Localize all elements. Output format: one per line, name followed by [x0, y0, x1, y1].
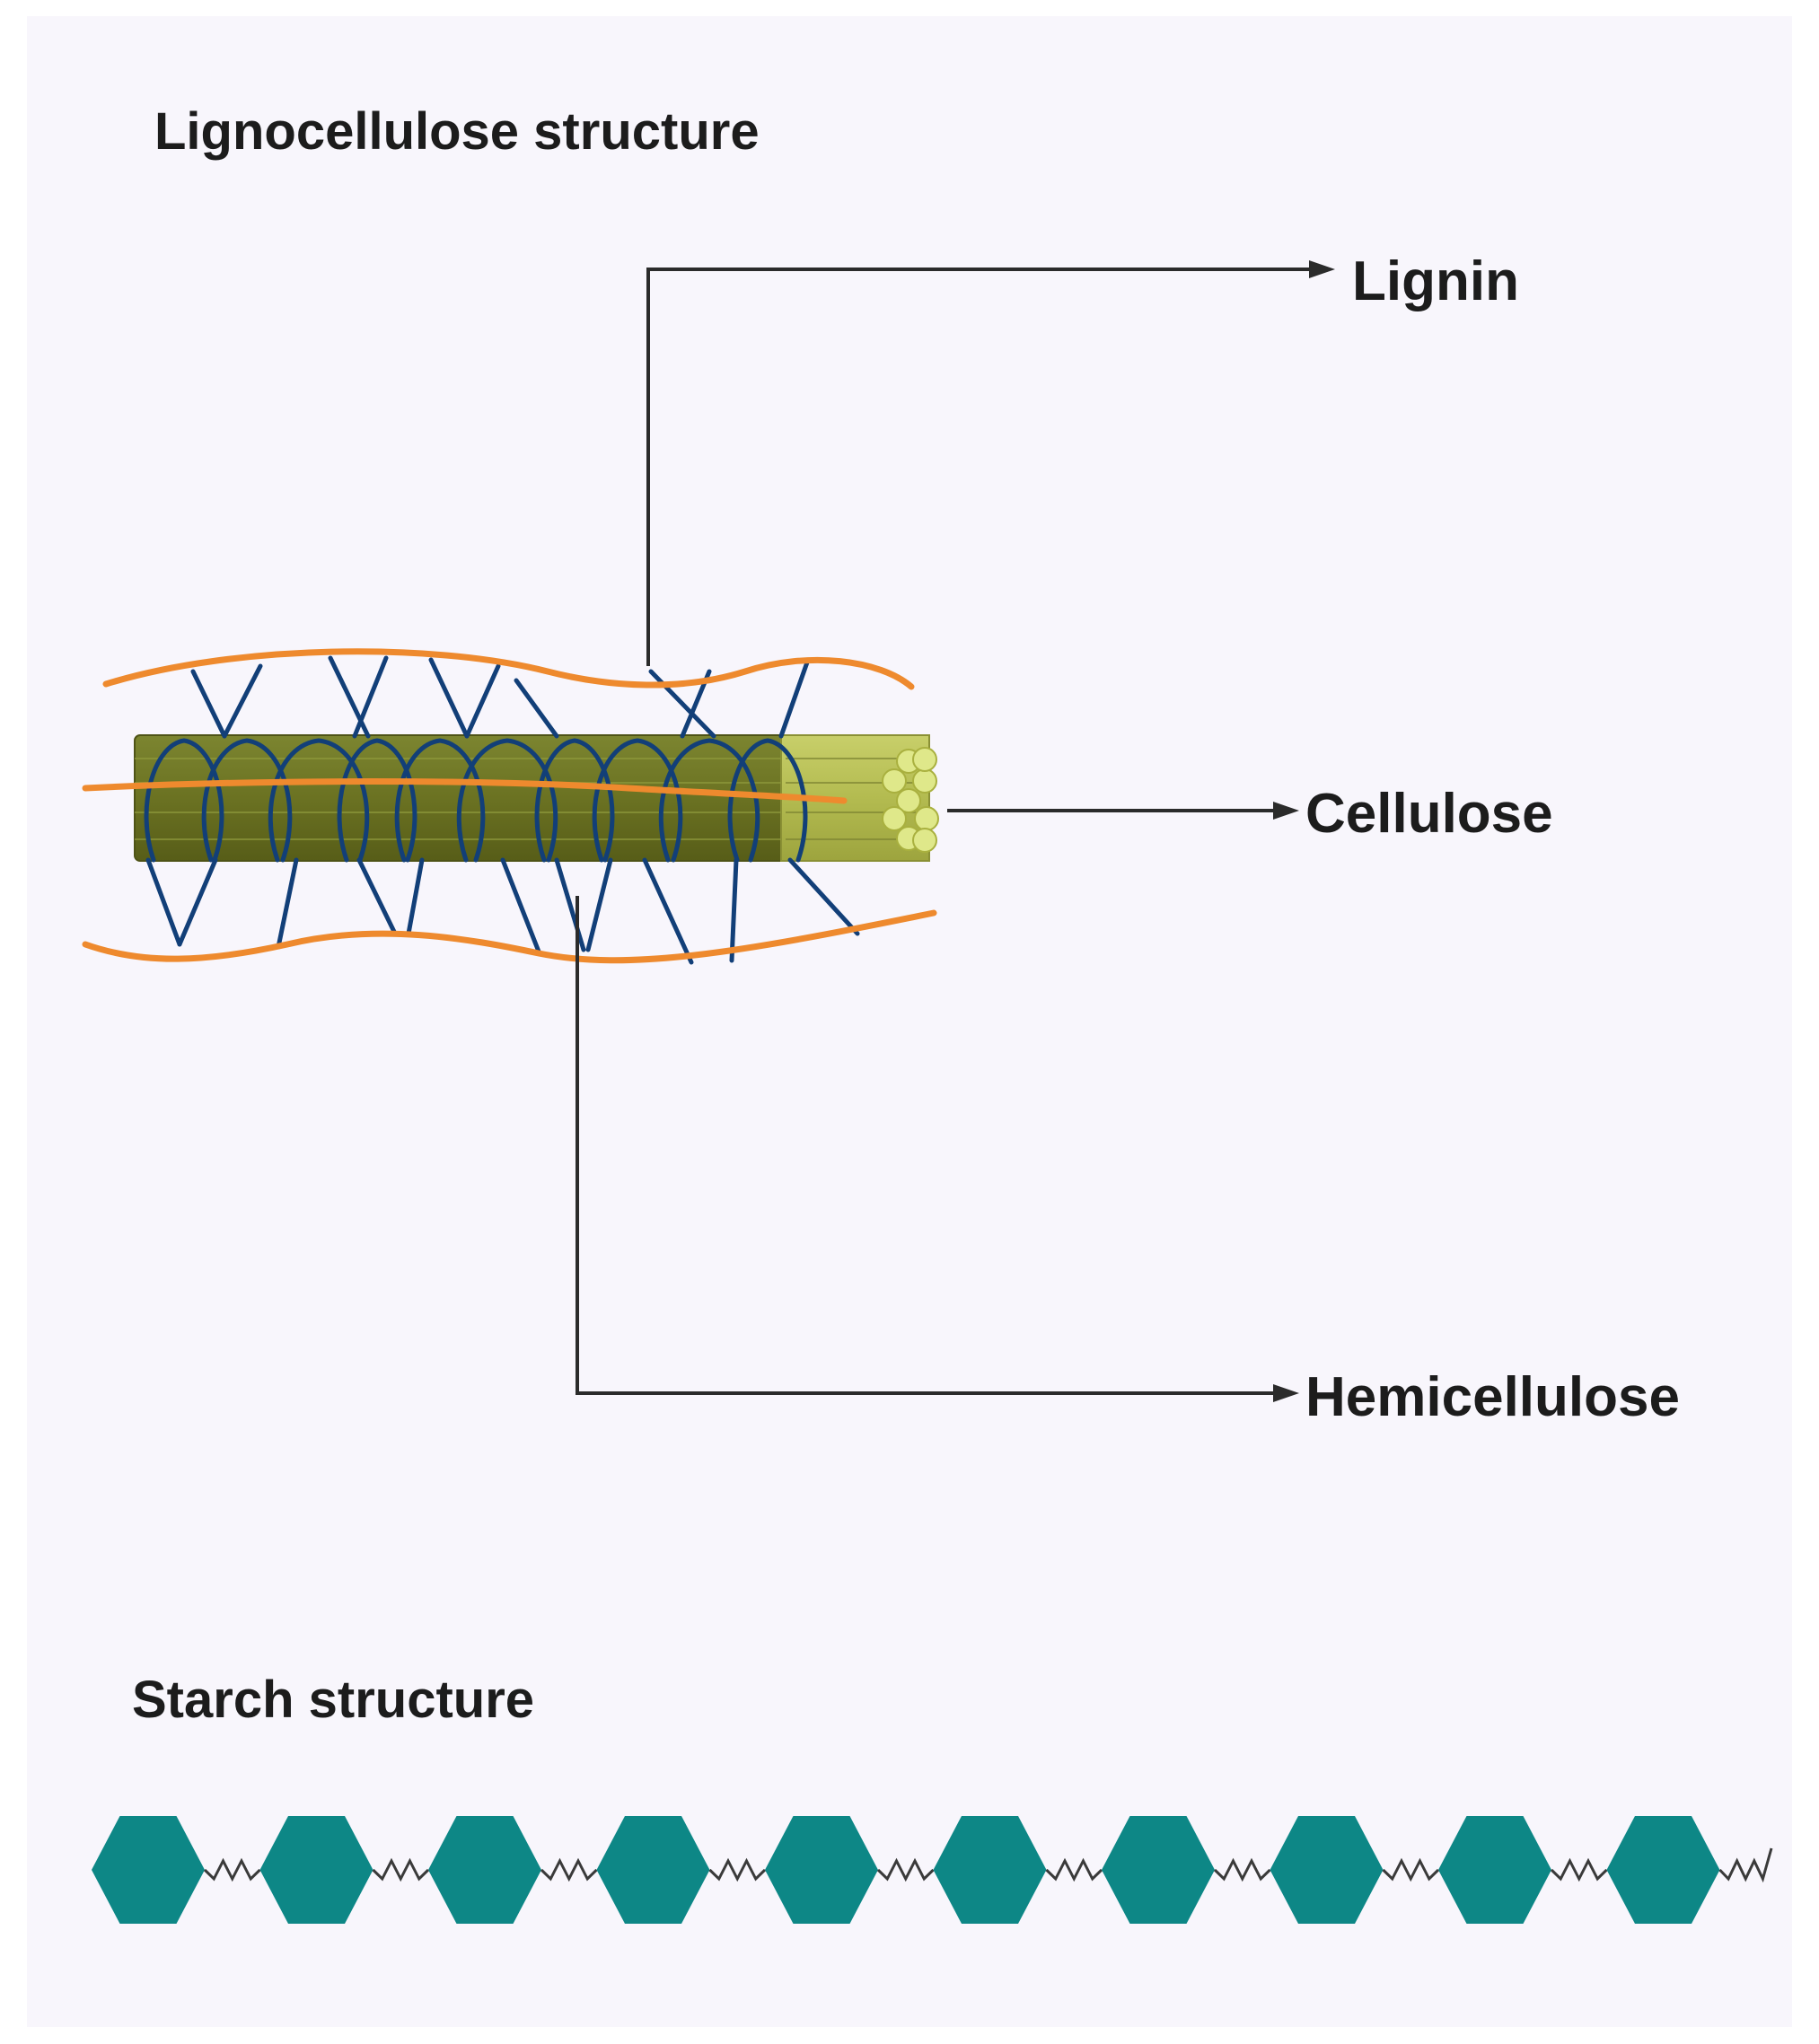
lignin-strand-middle	[82, 778, 848, 804]
hemicellulose-link	[778, 657, 811, 739]
hemicellulose-link	[356, 857, 398, 936]
hemicellulose-link	[406, 857, 425, 936]
hemicellulose-link	[328, 655, 371, 739]
lignocellulose-title: Lignocellulose structure	[154, 102, 760, 161]
starch-glucose-unit	[92, 1816, 205, 1924]
starch-glycosidic-bond	[1550, 1857, 1608, 1882]
hemicellulose-network	[144, 655, 860, 965]
starch-glycosidic-bond	[1045, 1857, 1103, 1882]
hemicellulose-link	[729, 857, 739, 963]
cellulose-microfibril-end	[912, 768, 937, 794]
hemicellulose-loop	[534, 738, 615, 863]
hemicellulose-loop	[727, 738, 808, 863]
hemicellulose-link	[464, 663, 501, 739]
lignin-strand-bottom	[82, 909, 937, 964]
hemicellulose-link	[190, 669, 227, 739]
starch-glycosidic-bond	[708, 1857, 767, 1882]
lignin-label: Lignin	[1352, 250, 1519, 312]
starch-glucose-unit	[1270, 1816, 1384, 1924]
hemicellulose-label: Hemicellulose	[1305, 1366, 1680, 1428]
cellulose-microfibril-end	[882, 806, 907, 831]
hemicellulose-link	[514, 678, 559, 739]
starch-glucose-unit	[259, 1816, 373, 1924]
starch-glycosidic-bond	[1213, 1857, 1271, 1882]
hemicellulose-link	[554, 857, 586, 952]
diagram-background	[27, 16, 1792, 2027]
hemicellulose-loop	[337, 738, 417, 863]
lignin-strand-top	[102, 648, 915, 690]
hemicellulose-link	[787, 857, 860, 936]
starch-glycosidic-bond	[372, 1857, 430, 1882]
starch-glucose-unit	[428, 1816, 541, 1924]
cellulose-microfibril-end	[912, 828, 937, 853]
starch-glycosidic-bond	[203, 1857, 261, 1882]
cellulose-microfibril-end	[912, 747, 937, 772]
starch-title: Starch structure	[132, 1671, 535, 1729]
lignin-strands	[82, 648, 937, 964]
hemicellulose-link	[222, 663, 263, 739]
starch-glycosidic-bond	[876, 1857, 935, 1882]
arrow-lignin	[646, 260, 1335, 666]
hemicellulose-link	[177, 857, 218, 947]
starch-glycosidic-bond	[1718, 1847, 1773, 1883]
hemicellulose-link	[642, 857, 694, 965]
starch-glucose-unit	[596, 1816, 710, 1924]
starch-glycosidic-bond	[540, 1857, 598, 1882]
starch-glucose-unit	[1438, 1816, 1551, 1924]
hemicellulose-link	[585, 857, 613, 952]
hemicellulose-link	[145, 857, 182, 947]
arrow-hemicellulose	[576, 896, 1299, 1402]
cellulose-microfibril-end	[914, 806, 939, 831]
starch-chain	[92, 1816, 1773, 1924]
hemicellulose-link	[352, 655, 389, 739]
hemicellulose-loop	[658, 738, 760, 863]
cellulose-microfibril-ends	[882, 747, 939, 853]
lignocellulose-fiber	[82, 648, 939, 965]
cellulose-label: Cellulose	[1305, 783, 1553, 845]
hemicellulose-loop	[268, 738, 370, 863]
hemicellulose-loop	[201, 738, 293, 863]
hemicellulose-link	[500, 857, 541, 954]
starch-glycosidic-bond	[1382, 1857, 1440, 1882]
cellulose-microfibril-end	[896, 788, 921, 813]
hemicellulose-loop	[592, 738, 683, 863]
arrow-cellulose	[947, 802, 1299, 820]
starch-glucose-unit	[1102, 1816, 1215, 1924]
starch-glucose-unit	[765, 1816, 878, 1924]
hemicellulose-link	[428, 657, 470, 739]
hemicellulose-loop	[456, 738, 558, 863]
hemicellulose-loop	[394, 738, 486, 863]
starch-glucose-unit	[933, 1816, 1047, 1924]
starch-glucose-unit	[1606, 1816, 1720, 1924]
hemicellulose-loop	[144, 738, 224, 863]
cellulose-microfibril-end	[882, 768, 907, 794]
hemicellulose-link	[276, 857, 299, 950]
